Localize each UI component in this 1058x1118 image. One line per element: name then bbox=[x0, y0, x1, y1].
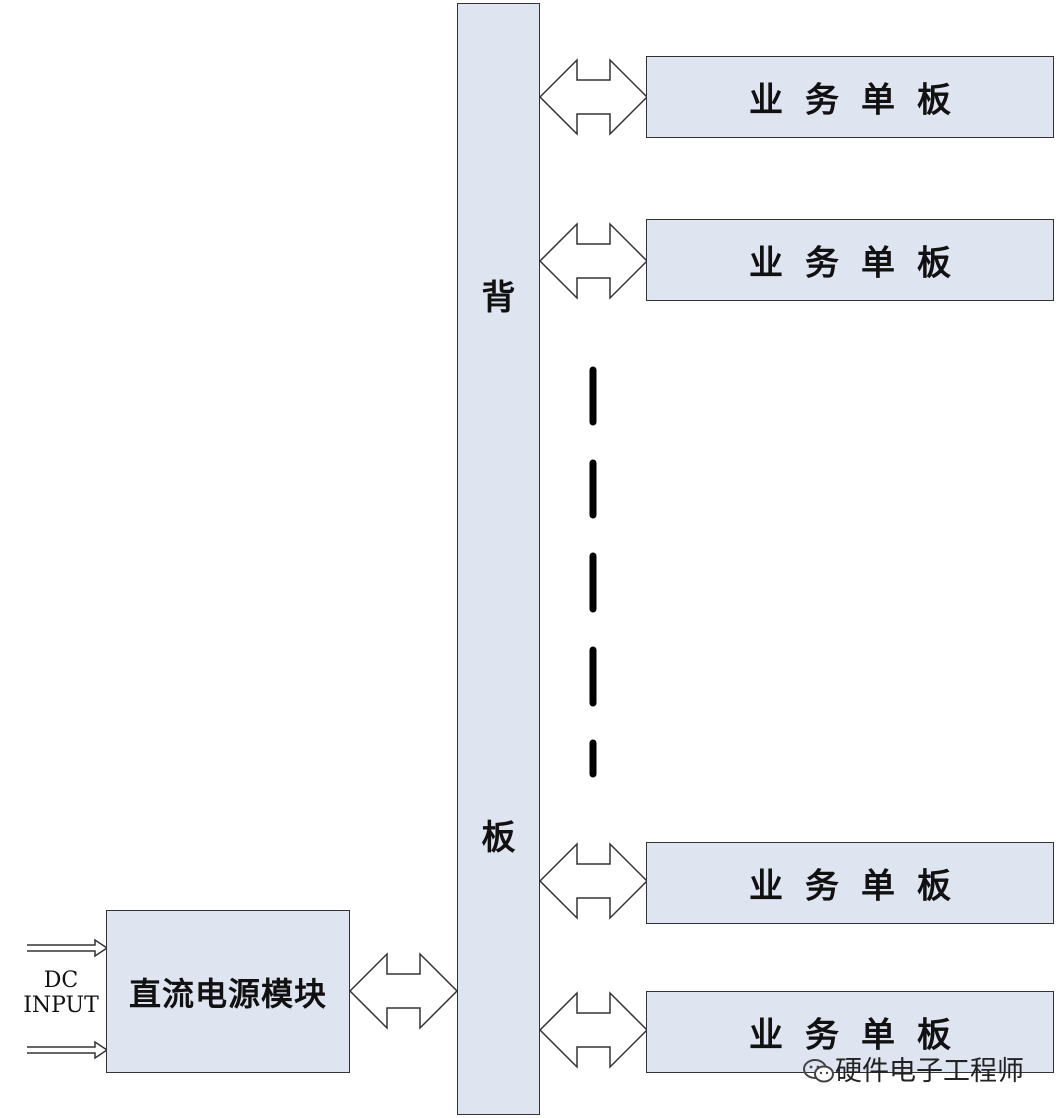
dc-power-module: 直流电源模块 bbox=[106, 910, 350, 1073]
backplane-label-bottom: 板 bbox=[481, 818, 516, 858]
backplane: 背 板 bbox=[457, 3, 540, 1115]
service-board-3: 业务单板 bbox=[646, 842, 1054, 924]
service-board-label: 业务单板 bbox=[749, 866, 973, 907]
double-arrow-board-2 bbox=[538, 222, 649, 300]
double-arrow-board-3 bbox=[538, 842, 649, 920]
backplane-label-top: 背 bbox=[481, 278, 516, 318]
dc-input-line1: DC bbox=[43, 968, 79, 993]
dc-input-line2: INPUT bbox=[23, 993, 99, 1019]
service-board-label: 业务单板 bbox=[749, 1015, 973, 1056]
power-module-label: 直流电源模块 bbox=[128, 974, 327, 1013]
double-arrow-board-1 bbox=[538, 58, 649, 136]
service-board-2: 业务单板 bbox=[646, 219, 1054, 301]
service-board-label: 业务单板 bbox=[749, 243, 973, 284]
dc-input-label: DC INPUT bbox=[16, 968, 106, 1019]
service-board-1: 业务单板 bbox=[646, 56, 1054, 138]
wechat-icon bbox=[803, 1059, 834, 1083]
watermark-text: 硬件电子工程师 bbox=[835, 1056, 1024, 1087]
service-board-4: 业务单板 bbox=[646, 991, 1054, 1073]
double-arrow-power bbox=[348, 952, 459, 1030]
double-arrow-board-4 bbox=[538, 991, 649, 1069]
service-board-label: 业务单板 bbox=[749, 80, 973, 121]
dc-input-arrow-bottom bbox=[27, 1040, 109, 1060]
dc-input-arrow-top bbox=[27, 938, 109, 958]
